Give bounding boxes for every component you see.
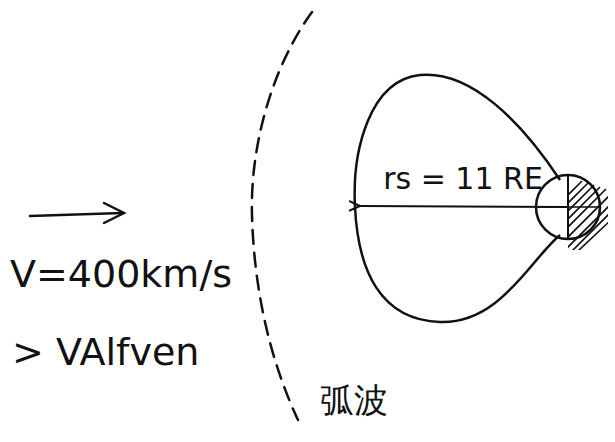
dimension-arrow: [360, 206, 568, 207]
radius-label: rs = 11 RE: [383, 162, 543, 195]
flow-arrow: [30, 203, 124, 223]
bow-shock: [252, 12, 312, 420]
magnetosphere-shape: [350, 60, 570, 330]
earth-symbol: [536, 175, 612, 251]
magnetosphere-outline: rs = 11 RE: [350, 60, 570, 330]
speed-label: V=400km/s: [10, 254, 232, 296]
bow-shock-label: 弧波: [320, 382, 388, 419]
alfven-label: > VAlfven: [12, 332, 199, 374]
